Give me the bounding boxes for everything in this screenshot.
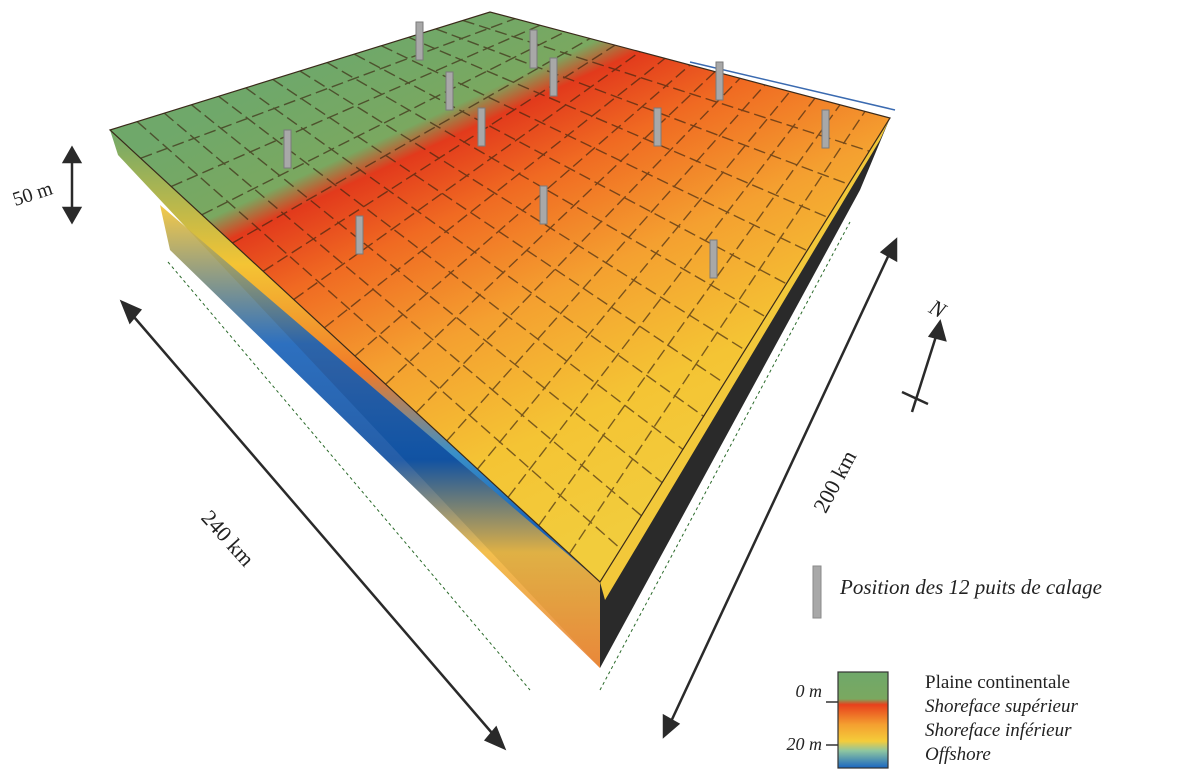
length-arrow [127,309,499,741]
well-marker [709,239,718,279]
grid-line [354,64,691,357]
well-marker [821,109,830,149]
well-marker [715,61,724,101]
grid-line [446,84,766,442]
grid-line [140,17,516,159]
grid-line [190,104,663,484]
grid-line [538,104,841,526]
legend-item-continental: Plaine continentale [925,672,1071,693]
well-marker [539,185,548,225]
well-marker [477,107,486,147]
legend-depth-tick-0: 0 m [795,681,823,701]
grid-line [293,51,641,301]
wells-legend-label: Position des 12 puits de calage [840,575,1102,599]
facies-color-bar [837,671,889,769]
grid-line [163,112,642,517]
top-grid [136,17,870,555]
right-side-face [600,118,890,668]
wells-group [283,21,830,279]
grid-line [323,57,666,329]
grid-line [232,37,591,244]
grid-line [136,121,622,550]
grid-line [568,110,866,555]
legend-item-offshore: Offshore [925,744,991,765]
top-surface [110,12,890,582]
grid-line [353,53,787,285]
well-marker [529,29,538,69]
width-arrow [666,247,894,729]
legend-item-upper-shoreface: Shoreface supérieur [925,696,1078,717]
well-marker [549,57,558,97]
grid-line [476,91,791,470]
legend-item-lower-shoreface: Shoreface inférieur [925,720,1072,741]
legend-depth-tick-20: 20 m [786,734,823,754]
grid-line [507,97,816,498]
well-marker [415,21,424,61]
well-marker [355,215,364,255]
well-marker [653,107,662,147]
well-legend-icon [812,565,822,619]
well-marker [445,71,454,111]
grid-line [435,28,849,185]
well-marker [283,129,292,169]
grid-line [415,77,741,413]
front-side-face [160,205,600,668]
north-arrow [901,319,947,413]
